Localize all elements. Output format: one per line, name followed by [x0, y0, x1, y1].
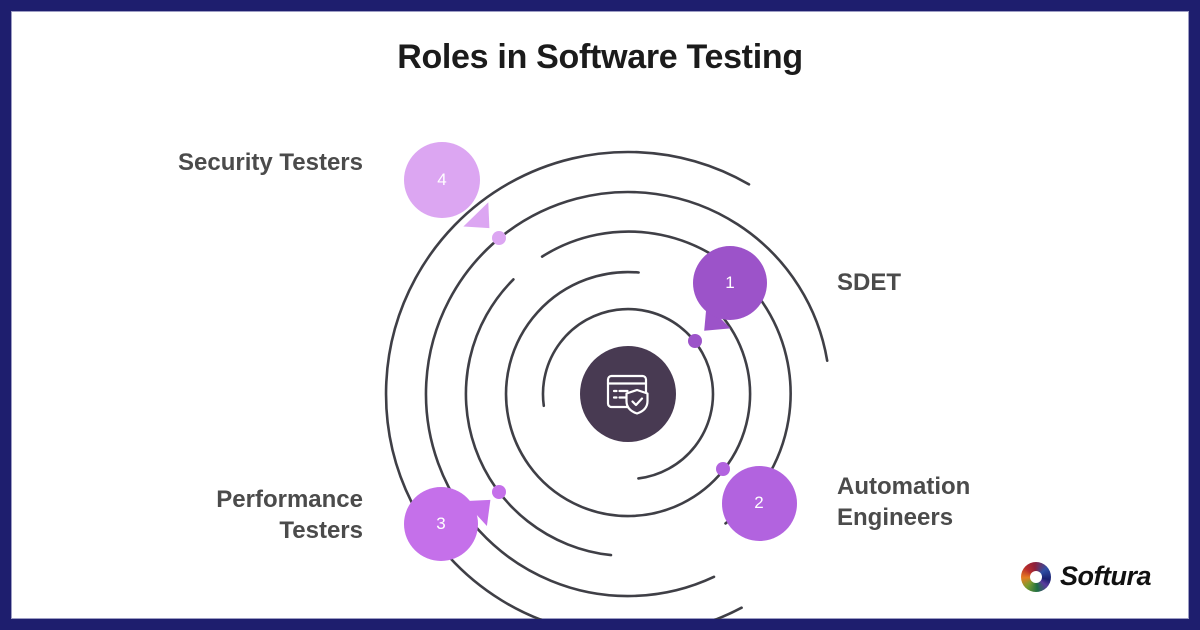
role-label-performance-testers: Performance Testers — [216, 486, 363, 544]
role-bubble-3: 3 — [404, 487, 478, 561]
role-bubble-1: 1 — [693, 246, 767, 320]
spiral-arc-outer — [384, 150, 751, 619]
brand-logo: Softura — [1021, 561, 1152, 592]
spiral-arc-3a — [540, 230, 792, 525]
spiral-arc-3b — [464, 278, 613, 557]
brand-name: Softura — [1060, 561, 1152, 591]
bubble-tail-4 — [463, 202, 490, 229]
role-label-sdet: SDET — [837, 269, 902, 296]
orbit-dot-2 — [716, 462, 730, 476]
orbit-dot-1 — [688, 334, 702, 348]
softura-swirl-icon — [1021, 561, 1051, 592]
role-number-1: 1 — [725, 273, 735, 292]
role-number-4: 4 — [437, 170, 447, 189]
orbit-dot-3 — [492, 485, 506, 499]
test-plan-shield-check-icon — [606, 374, 649, 415]
role-bubble-4: 4 — [404, 142, 480, 218]
spiral-arc-inner — [541, 307, 715, 480]
role-bubble-2: 2 — [721, 465, 797, 541]
orbit-dot-4 — [492, 231, 506, 245]
role-label-automation-engineers: Automation Engineers — [837, 473, 971, 531]
role-label-security-testers: Security Testers — [178, 149, 363, 176]
page-title: Roles in Software Testing — [397, 38, 803, 76]
spiral-arc-2 — [504, 270, 752, 518]
role-number-3: 3 — [436, 514, 446, 533]
spiral-arc-4 — [424, 190, 829, 598]
spiral-arcs — [384, 150, 829, 619]
role-number-2: 2 — [754, 493, 764, 512]
